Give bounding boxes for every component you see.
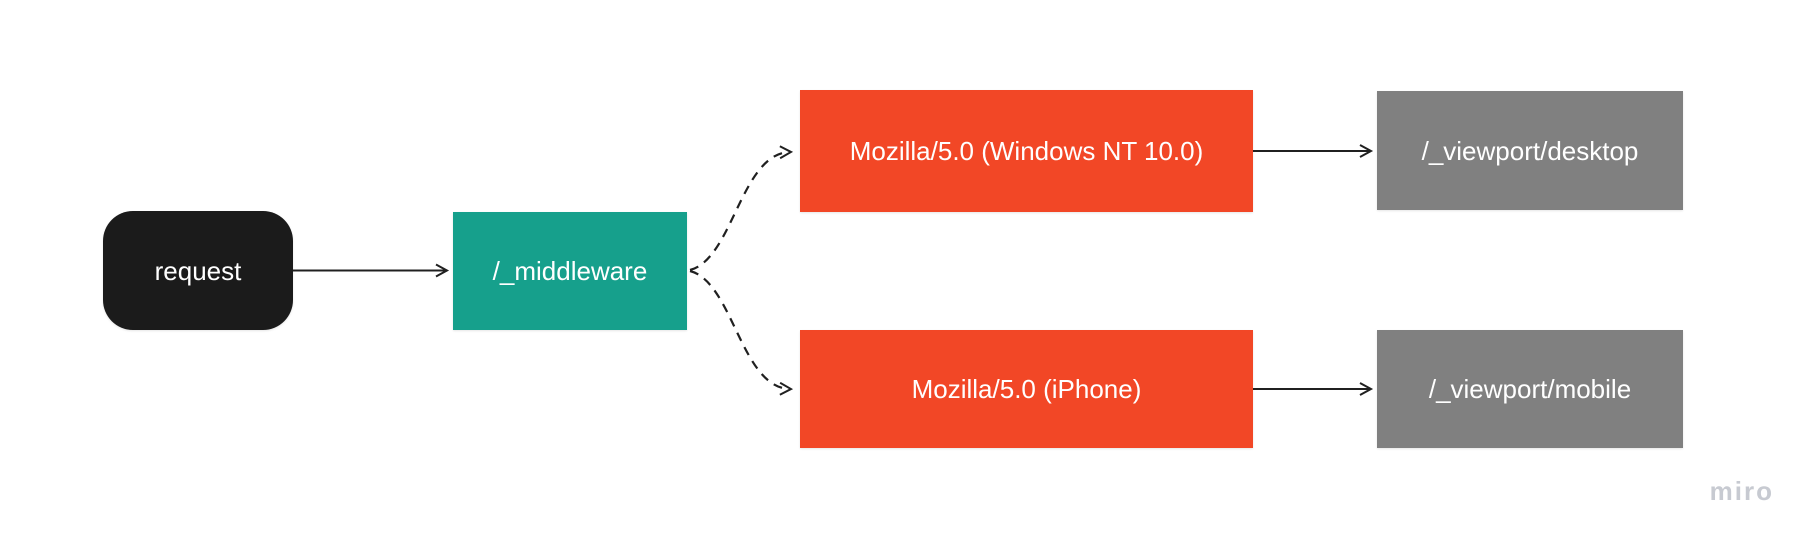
node-viewport-desktop[interactable]: /_viewport/desktop xyxy=(1377,91,1683,210)
node-user-agent-mobile[interactable]: Mozilla/5.0 (iPhone) xyxy=(800,330,1253,448)
node-user-agent-desktop-label: Mozilla/5.0 (Windows NT 10.0) xyxy=(849,136,1204,166)
edge-middleware-to-ua-desktop[interactable] xyxy=(689,145,794,272)
node-user-agent-mobile-label: Mozilla/5.0 (iPhone) xyxy=(911,374,1142,404)
node-middleware-label: /_middleware xyxy=(492,256,648,286)
node-user-agent-desktop[interactable]: Mozilla/5.0 (Windows NT 10.0) xyxy=(800,90,1253,212)
edge-middleware-to-ua-mobile[interactable] xyxy=(689,269,794,396)
node-viewport-desktop-label: /_viewport/desktop xyxy=(1421,135,1639,166)
miro-watermark-logo: miro xyxy=(1709,476,1774,506)
node-viewport-mobile-label: /_viewport/mobile xyxy=(1428,374,1632,404)
node-request-label: request xyxy=(154,255,242,286)
node-request[interactable]: request xyxy=(103,211,293,330)
node-middleware[interactable]: /_middleware xyxy=(453,212,687,330)
node-viewport-mobile[interactable]: /_viewport/mobile xyxy=(1377,330,1683,448)
